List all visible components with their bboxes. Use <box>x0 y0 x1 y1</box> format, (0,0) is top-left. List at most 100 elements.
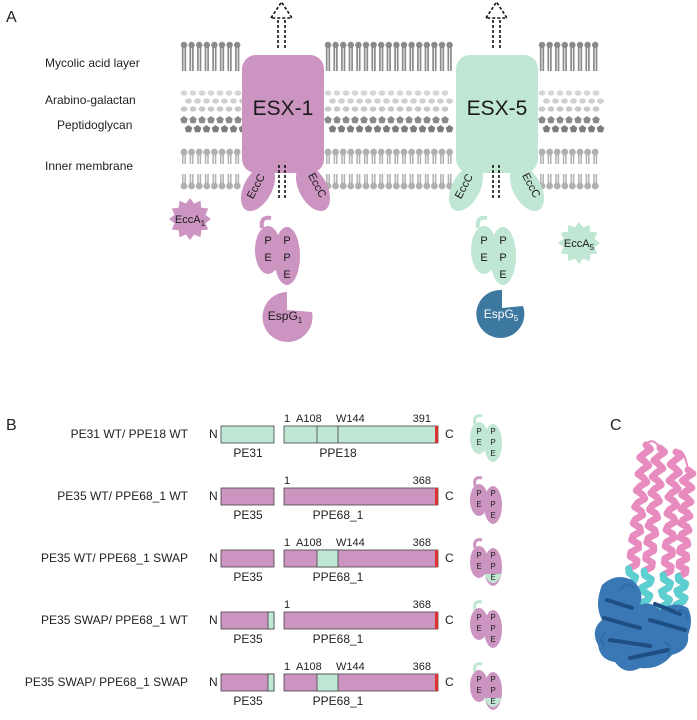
arabinogalactan-sugar <box>198 106 206 112</box>
peptidoglycan-unit <box>405 116 413 124</box>
esx5-ppe-letter-1: P <box>499 235 506 247</box>
esx5-ppe <box>490 227 516 285</box>
esx5-ppe-letter-2: P <box>499 252 506 264</box>
peptidoglycan-unit <box>542 125 551 133</box>
panel-a: A Mycolic acid layer Arabino-galactan Pe… <box>6 0 605 342</box>
espg-globular-domain <box>594 576 691 671</box>
peptidoglycan-unit <box>346 125 355 133</box>
inner-membrane-lipid <box>575 147 585 165</box>
peptidoglycan-unit <box>342 116 350 124</box>
c-terminal-tail <box>435 426 438 443</box>
arabinogalactan-sugar <box>423 90 431 96</box>
mycolic-lipid <box>568 40 577 72</box>
mini-pe <box>470 484 488 516</box>
peptidoglycan-unit <box>423 116 431 124</box>
esx1-espg-label: EspG1 <box>268 309 303 325</box>
mini-ppe-letter: P <box>490 427 495 436</box>
arabinogalactan-sugar <box>216 90 224 96</box>
inner-membrane-lipid <box>195 173 204 191</box>
ppe-name: PPE68_1 <box>313 508 364 522</box>
mini-pe <box>470 608 488 640</box>
esx1-pe-tail <box>259 215 272 229</box>
inner-membrane-lipid <box>422 147 431 165</box>
mini-ppe-letter: E <box>490 511 495 520</box>
arabinogalactan-sugar <box>441 90 449 96</box>
esx1-ecca-label: EccA1 <box>175 214 206 228</box>
pe-swap-segment <box>267 611 275 630</box>
esx5-pe-letter-2: E <box>480 252 487 264</box>
structure-cartoon <box>594 440 697 671</box>
mini-ppe-letter: P <box>490 489 495 498</box>
arabinogalactan-sugar <box>230 98 237 104</box>
ppe-name: PPE68_1 <box>313 632 364 646</box>
esx5-secretion-arrow-head <box>484 0 509 19</box>
position-end: 368 <box>413 537 431 549</box>
peptidoglycan-unit <box>441 116 449 124</box>
mini-ppe-letter: P <box>490 686 495 695</box>
esx1-eccc-left <box>240 164 276 212</box>
peptidoglycan-unit <box>418 125 427 133</box>
mycolic-lipid <box>537 40 547 72</box>
construct-label: PE35 SWAP/ PPE68_1 SWAP <box>25 675 188 689</box>
construct-label: PE31 WT/ PPE18 WT <box>71 427 189 441</box>
mycolic-lipid <box>560 40 569 72</box>
arabinogalactan-sugar <box>401 98 408 104</box>
layer-label-inner-membrane: Inner membrane <box>45 159 133 173</box>
mycolic-lipid <box>384 40 393 72</box>
inner-membrane-lipid <box>430 173 439 191</box>
c-terminus: C <box>445 551 454 565</box>
inner-membrane-lipid <box>202 147 211 165</box>
peptidoglycan-unit <box>373 125 382 133</box>
peptidoglycan-unit <box>538 116 546 124</box>
peptidoglycan-unit <box>445 125 454 133</box>
inner-membrane-lipid <box>415 173 424 191</box>
pe-name: PE35 <box>233 508 263 522</box>
inner-membrane-lipid <box>361 173 371 191</box>
swap-helix-segment <box>656 571 674 620</box>
peptidoglycan-unit <box>211 125 220 133</box>
arabinogalactan-sugar <box>547 106 555 112</box>
mini-pe-tail <box>473 600 483 611</box>
mycolic-lipid <box>225 40 234 72</box>
mini-pe-letter: P <box>476 675 481 684</box>
pe-swap-segment <box>267 673 275 692</box>
arabinogalactan-sugar <box>561 98 568 104</box>
pe-bar <box>220 487 275 506</box>
esx5-pe-letter-1: P <box>480 235 487 247</box>
c-terminal-tail <box>435 488 438 505</box>
peptidoglycan-unit <box>193 125 202 133</box>
arabinogalactan-sugar <box>189 106 197 112</box>
arabinogalactan-sugar <box>574 106 582 112</box>
peptidoglycan-unit <box>560 125 569 133</box>
peptidoglycan-unit <box>569 125 578 133</box>
inner-membrane-lipid <box>217 173 227 191</box>
arabinogalactan-sugar <box>565 90 573 96</box>
peptidoglycan-unit <box>234 116 242 124</box>
arabinogalactan-sugar <box>342 90 350 96</box>
arabinogalactan-sugar <box>570 98 577 104</box>
mycolic-lipid <box>369 40 378 72</box>
arabinogalactan-sugar <box>414 106 422 112</box>
layer-label-arabinogalactan: Arabino-galactan <box>45 93 136 107</box>
ppe-bar <box>283 549 439 568</box>
arabinogalactan-sugar <box>356 98 363 104</box>
peptidoglycan-unit <box>360 116 368 124</box>
inner-membrane-lipid <box>361 147 371 165</box>
peptidoglycan-unit <box>551 125 560 133</box>
arabinogalactan-sugar <box>556 90 564 96</box>
arabinogalactan-sugar <box>592 106 600 112</box>
peptidoglycan-unit <box>328 125 337 133</box>
layer-label-mycolic: Mycolic acid layer <box>45 56 140 70</box>
peptidoglycan-unit <box>198 116 206 124</box>
arabinogalactan-sugar <box>396 106 404 112</box>
mini-ppe-letter: P <box>490 438 495 447</box>
arabinogalactan-sugar <box>329 98 336 104</box>
arabinogalactan-sugar <box>351 90 359 96</box>
peptidoglycan-unit <box>391 125 400 133</box>
arabinogalactan-sugar <box>180 90 188 96</box>
esx1-pe-letter-2: E <box>264 252 271 264</box>
arabinogalactan-sugar <box>369 106 377 112</box>
n-terminus: N <box>209 489 218 503</box>
pe-name: PE31 <box>233 446 263 460</box>
esx1-ecca <box>169 198 211 240</box>
